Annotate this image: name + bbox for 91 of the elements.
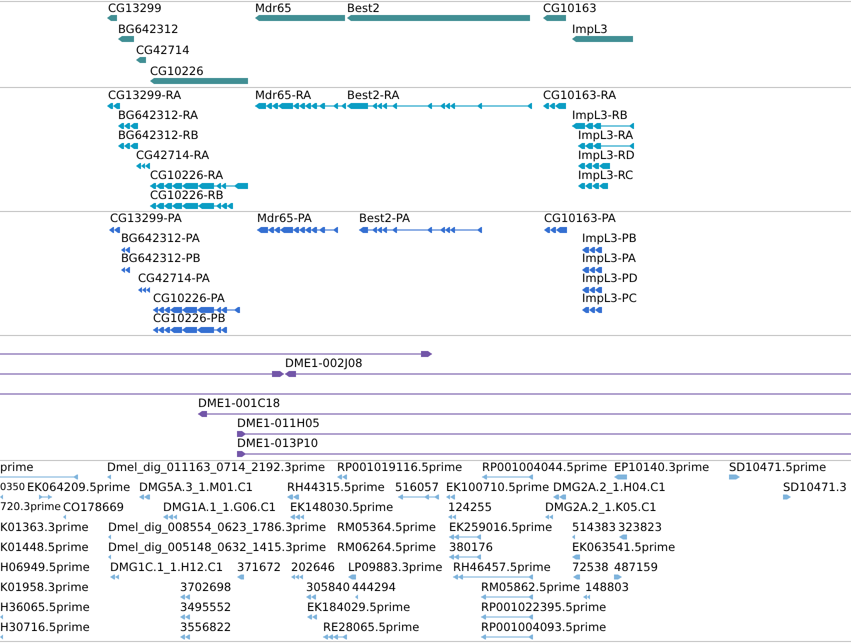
- est-label: 202646: [291, 561, 335, 574]
- clone-label: DME1-002J08: [285, 357, 362, 370]
- est-label: 72538: [572, 561, 609, 574]
- est-label: K01958.3prime: [0, 581, 89, 594]
- est-label: 148803: [585, 581, 629, 594]
- est-label: DMG2A.2_1.K05.C1: [545, 501, 657, 514]
- clone-label: DME1-011H05: [237, 417, 320, 430]
- protein-label: CG42714-PA: [138, 272, 210, 285]
- est-label: 514383: [572, 521, 616, 534]
- protein-label: Best2-PA: [359, 212, 410, 225]
- protein-label: CG10226-PB: [153, 312, 226, 325]
- est-label: DMG2A.2_1.H04.C1: [553, 481, 666, 494]
- transcript-label: CG10226-RA: [150, 169, 224, 182]
- est-label: SD10471.5prime: [729, 461, 826, 474]
- transcript-label: BG642312-RA: [118, 109, 198, 122]
- est-label: RH46457.5prime: [453, 561, 551, 574]
- est-label: 487159: [614, 561, 658, 574]
- est-label: LP09883.3prime: [348, 561, 442, 574]
- est-label: DMG5A.3_1.M01.C1: [139, 481, 253, 494]
- est-label: RP001019116.5prime: [337, 461, 462, 474]
- transcript-label: CG10163-RA: [543, 89, 616, 102]
- gene-label: ImpL3: [572, 23, 608, 36]
- transcript-label: ImpL3-RA: [578, 129, 634, 142]
- est-label: RM05364.5prime: [337, 521, 436, 534]
- protein-label: BG642312-PB: [121, 252, 200, 265]
- est-label: RE28065.5prime: [323, 621, 420, 634]
- est-label: 0350: [0, 481, 25, 494]
- est-label: DMG1C.1_1.H12.C1: [110, 561, 224, 574]
- est-label: K01448.5prime: [0, 541, 89, 554]
- protein-label: CG13299-PA: [110, 212, 182, 225]
- est-label: EK064209.5prime: [27, 481, 130, 494]
- clone-label: DME1-001C18: [198, 397, 280, 410]
- est-label: H06949.5prime: [0, 561, 90, 574]
- est-label: prime: [0, 461, 34, 474]
- est-label: Dmel_dig_005148_0632_1415.3prime: [108, 541, 326, 554]
- est-label: 323823: [618, 521, 662, 534]
- transcript-label: ImpL3-RB: [572, 109, 628, 122]
- est-label: 3556822: [180, 621, 232, 634]
- gene-label: CG42714: [136, 44, 190, 57]
- gene-label: CG10163: [543, 2, 597, 15]
- protein-label: CG10163-PA: [544, 212, 616, 225]
- est-label: 305840: [306, 581, 350, 594]
- gene-label: Best2: [347, 2, 380, 15]
- est-label: SD10471.3: [783, 481, 847, 494]
- est-label: CO178669: [63, 501, 124, 514]
- est-label: RP001004093.5prime: [481, 621, 606, 634]
- est-label: EK259016.5prime: [449, 521, 552, 534]
- transcript-label: BG642312-RB: [118, 129, 199, 142]
- est-label: 516057: [395, 481, 439, 494]
- transcript-label: CG42714-RA: [136, 149, 210, 162]
- protein-label: ImpL3-PB: [582, 232, 637, 245]
- est-label: DMG1A.1_1.G06.C1: [163, 501, 276, 514]
- est-label: EK100710.5prime: [446, 481, 550, 494]
- gene-label: Mdr65: [255, 2, 292, 15]
- protein-label: ImpL3-PC: [582, 292, 637, 305]
- transcript-label: CG13299-RA: [108, 89, 182, 102]
- est-label: 444294: [352, 581, 396, 594]
- est-label: RH44315.5prime: [287, 481, 385, 494]
- gene-label: CG13299: [108, 2, 162, 15]
- est-label: H36065.5prime: [0, 601, 90, 614]
- est-label: 3495552: [180, 601, 232, 614]
- protein-label: CG10226-PA: [153, 292, 225, 305]
- protein-label: ImpL3-PD: [582, 272, 638, 285]
- protein-label: Mdr65-PA: [257, 212, 312, 225]
- transcript-label: ImpL3-RD: [578, 149, 635, 162]
- est-label: 124255: [448, 501, 492, 514]
- est-label: RP001022395.5prime: [481, 601, 606, 614]
- transcript-label: Best2-RA: [347, 89, 400, 102]
- est-label: Dmel_dig_008554_0623_1786.3prime: [108, 521, 326, 534]
- est-label: 720.3prime: [0, 501, 61, 514]
- est-label: K01363.3prime: [0, 521, 89, 534]
- protein-label: BG642312-PA: [121, 232, 200, 245]
- est-label: RP001004044.5prime: [482, 461, 608, 474]
- est-label: 371672: [237, 561, 281, 574]
- est-label: EK184029.5prime: [307, 601, 410, 614]
- est-label: EP10140.3prime: [614, 461, 710, 474]
- protein-label: ImpL3-PA: [582, 252, 636, 265]
- est-label: 3702698: [180, 581, 232, 594]
- clone-label: DME1-013P10: [237, 437, 318, 450]
- est-label: RM06264.5prime: [337, 541, 436, 554]
- est-label: RM05862.5prime: [481, 581, 580, 594]
- transcript-label: Mdr65-RA: [255, 89, 312, 102]
- est-label: H30716.5prime: [0, 621, 90, 634]
- est-label: EK148030.5prime: [290, 501, 394, 514]
- est-label: 380176: [449, 541, 493, 554]
- transcript-label: CG10226-RB: [150, 189, 224, 202]
- gene-label: CG10226: [150, 65, 204, 78]
- gene-label: BG642312: [118, 23, 178, 36]
- est-label: Dmel_dig_011163_0714_2192.3prime: [107, 461, 326, 474]
- transcript-label: ImpL3-RC: [578, 169, 634, 182]
- est-label: EK063541.5prime: [572, 541, 676, 554]
